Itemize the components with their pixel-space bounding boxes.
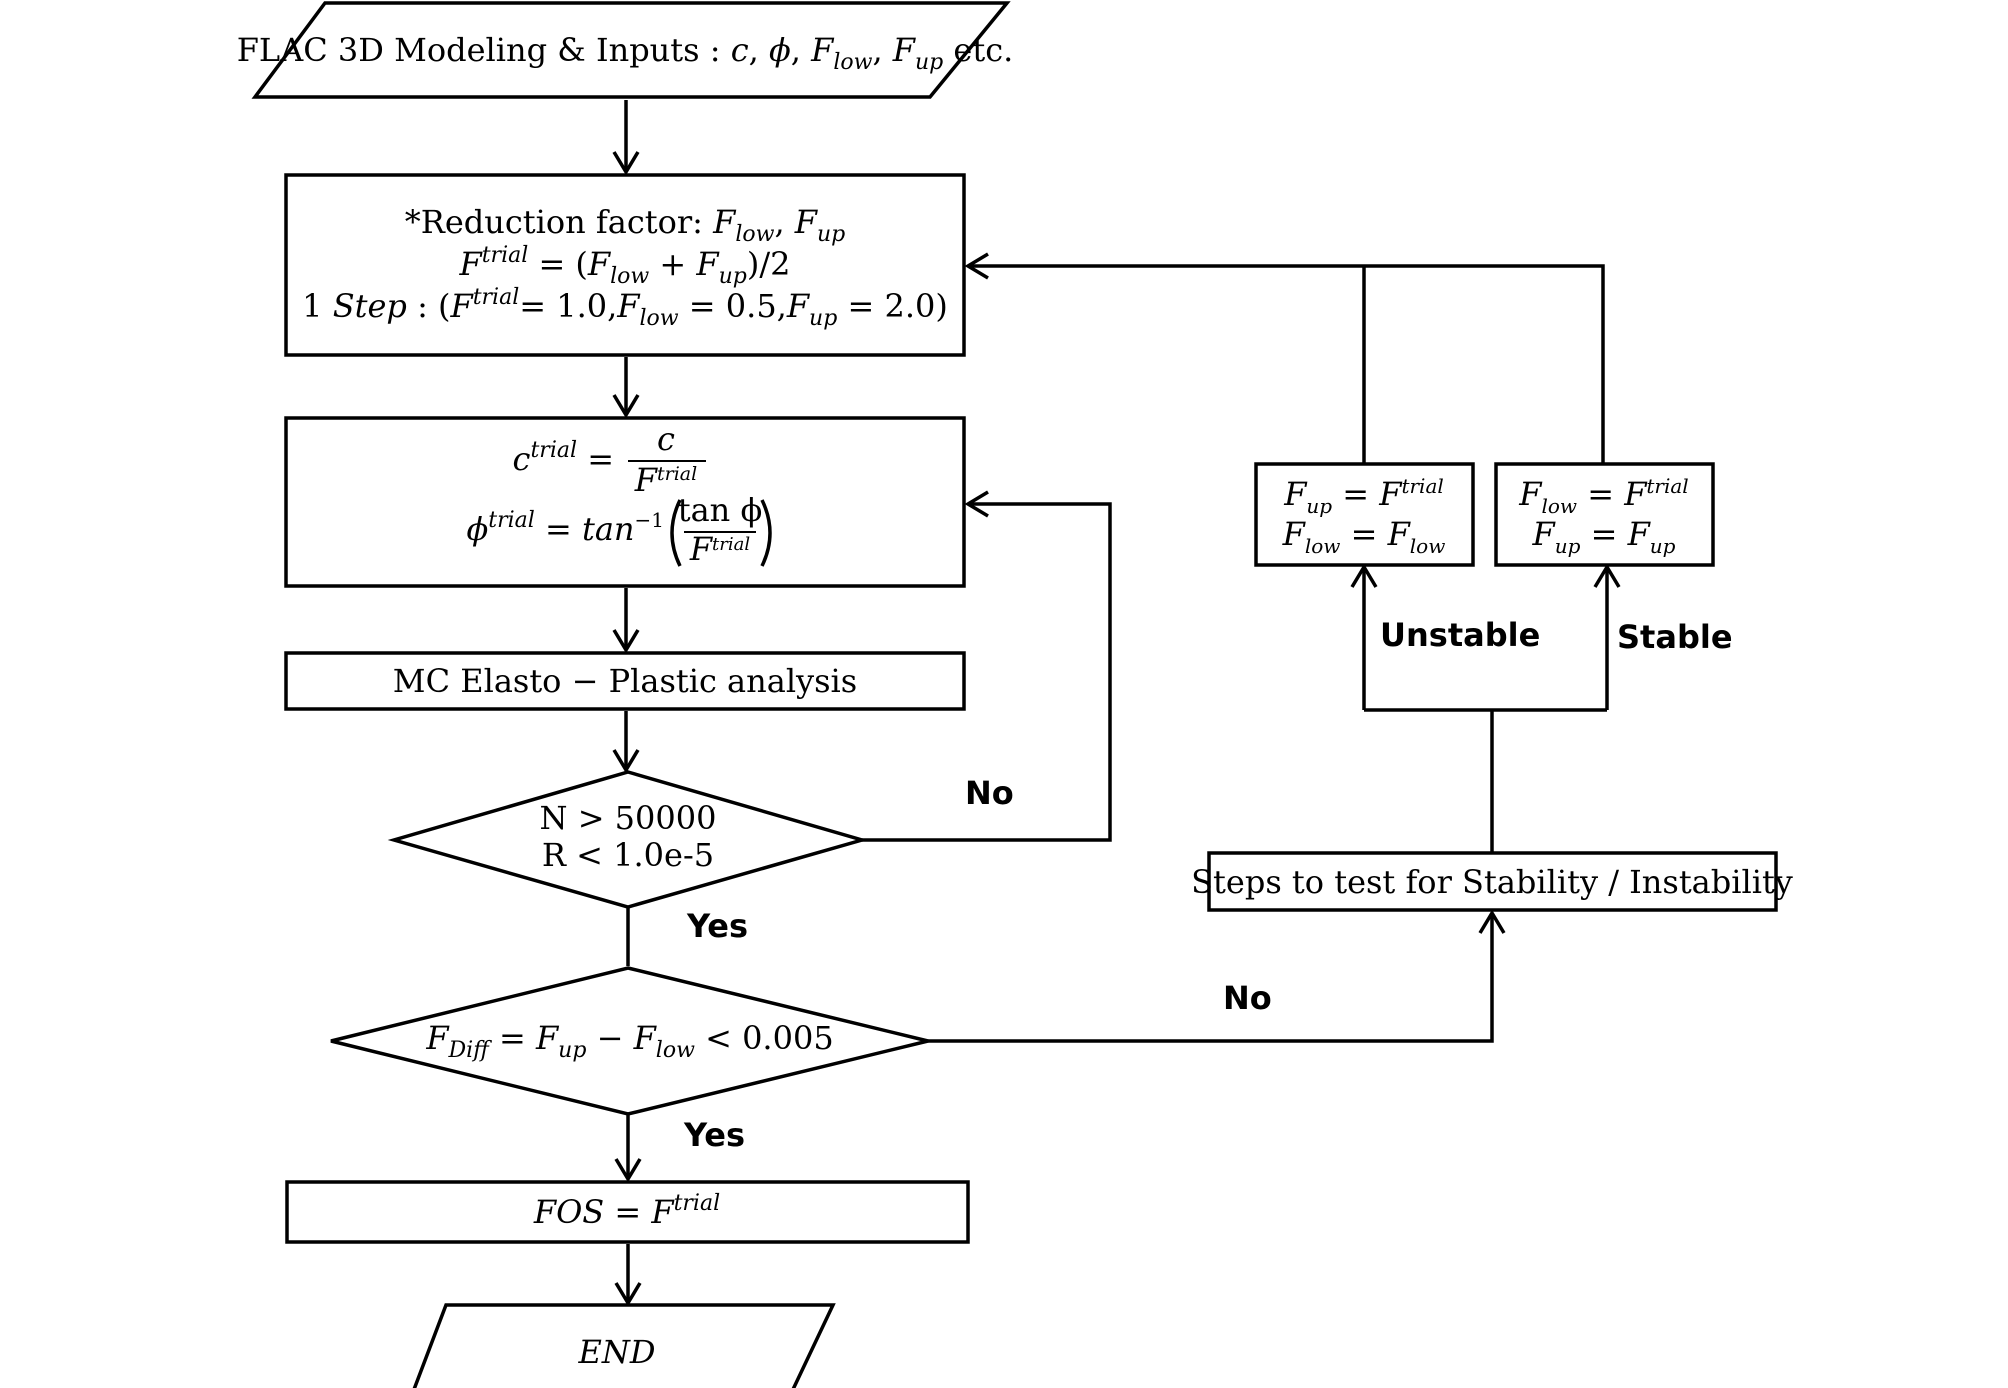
- arrow-strength-to-analysis: [612, 588, 640, 654]
- inputs-node-shape: [251, 1, 1011, 99]
- inputs-label: FLAC 3D Modeling & Inputs : c, ϕ, Flow, …: [237, 31, 1014, 75]
- reduction-factor-line-2: Ftrial = (Flow + Fup)/2: [459, 243, 791, 289]
- arrow-analysis-to-convergence: [612, 711, 640, 774]
- reduction-factor-box: [284, 173, 966, 357]
- svg-text:Ftrial: Ftrial: [689, 530, 751, 568]
- edge-label-stable: Stable: [1617, 618, 1733, 656]
- reduction-factor-line-1: *Reduction factor: Flow, Fup: [405, 203, 846, 247]
- arrow-inputs-to-reduction: [612, 100, 640, 176]
- unstable-update-line-1: Fup = Ftrial: [1283, 474, 1444, 518]
- svg-text:ϕtrial = tan−1: ϕtrial = tan−1: [466, 508, 664, 548]
- arrow-diff-yes: [614, 1114, 642, 1183]
- end-node-shape: [412, 1303, 836, 1388]
- unstable-update-line-2: Flow = Flow: [1282, 515, 1446, 558]
- connector-stability-split: [1364, 708, 1607, 853]
- convergence-line-1: N > 50000: [540, 799, 717, 837]
- arrow-to-stable-update: [1593, 563, 1621, 710]
- strength-reduction-box: [284, 416, 966, 588]
- convergence-line-2: R < 1.0e-5: [542, 836, 714, 874]
- diff-check-label: FDiff = Fup − Flow < 0.005: [425, 1019, 833, 1063]
- analysis-box: [284, 651, 966, 711]
- friction-angle-formula: ϕtrial = tan−1 tan ϕ Ftrial: [466, 491, 772, 568]
- analysis-label: MC Elasto − Plastic analysis: [393, 662, 857, 700]
- stability-steps-box: [1207, 851, 1778, 912]
- edge-label-convergence-no: No: [965, 774, 1014, 812]
- arrow-updates-to-reduction: [964, 252, 1605, 464]
- arrow-fos-to-end: [614, 1244, 642, 1307]
- stability-steps-label: Steps to test for Stability / Instabilit…: [1191, 863, 1793, 901]
- edge-label-diff-no: No: [1223, 979, 1272, 1017]
- svg-text:tan ϕ: tan ϕ: [678, 491, 763, 529]
- cohesion-formula: ctrial = c Ftrial: [513, 420, 706, 499]
- edge-label-convergence-yes: Yes: [686, 907, 748, 945]
- svg-text:Ftrial: Ftrial: [634, 461, 697, 499]
- arrow-to-unstable-update: [1350, 563, 1378, 710]
- fos-label: FOS = Ftrial: [533, 1191, 720, 1231]
- end-label: END: [577, 1333, 655, 1371]
- svg-text:ctrial =: ctrial =: [513, 438, 614, 478]
- svg-text:c: c: [657, 420, 675, 458]
- edge-label-diff-yes: Yes: [683, 1116, 745, 1154]
- arrow-reduction-to-strength: [612, 357, 640, 419]
- stable-update-box: [1494, 462, 1715, 567]
- stable-update-line-1: Flow = Ftrial: [1518, 474, 1688, 518]
- fos-box: [285, 1180, 970, 1244]
- edge-label-unstable: Unstable: [1380, 616, 1540, 654]
- reduction-factor-line-3: 1 Step : (Ftrial= 1.0,Flow = 0.5,Fup = 2…: [302, 285, 948, 331]
- arrow-diff-no: [928, 909, 1506, 1043]
- stable-update-line-2: Fup = Fup: [1532, 515, 1676, 558]
- arrow-convergence-no-loop: [862, 490, 1112, 842]
